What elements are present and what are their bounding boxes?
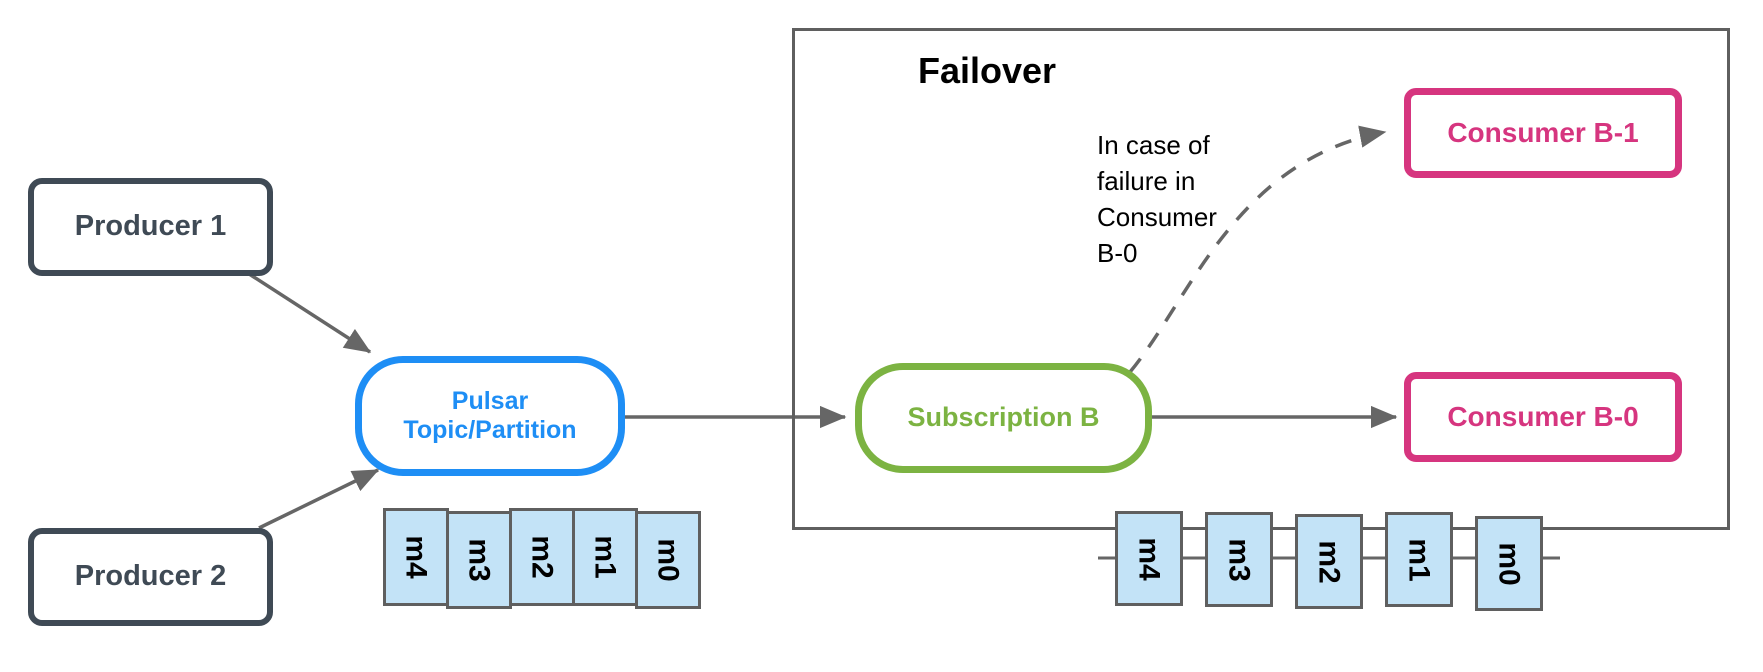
- topic-message-cell: m3: [446, 511, 512, 609]
- consumer-b-1-label: Consumer B-1: [1447, 116, 1639, 148]
- failover-annotation-text: In case of failure in Consumer B-0: [1097, 130, 1217, 268]
- subscription-message-label: m0: [1492, 541, 1526, 586]
- pulsar-topic-label-line1: Pulsar: [451, 387, 529, 416]
- subscription-message-label: m3: [1222, 537, 1256, 582]
- consumer-b-1-node[interactable]: Consumer B-1: [1404, 88, 1682, 178]
- subscription-message-cell: m3: [1205, 512, 1273, 607]
- topic-message-label: m1: [588, 535, 622, 579]
- producer-2-label: Producer 2: [74, 560, 227, 593]
- consumer-b-0-label: Consumer B-0: [1447, 400, 1639, 432]
- producer-2-node[interactable]: Producer 2: [28, 528, 273, 626]
- arrow-producer1-to-topic: [242, 268, 372, 354]
- subscription-message-cell: m4: [1115, 511, 1183, 606]
- arrow-producer2-to-topic: [258, 468, 380, 530]
- subscription-message-cell: m1: [1385, 512, 1453, 607]
- failover-group-title: Failover: [918, 50, 1057, 91]
- subscription-message-label: m1: [1402, 537, 1436, 582]
- consumer-b-0-node[interactable]: Consumer B-0: [1404, 372, 1682, 462]
- topic-message-label: m2: [525, 535, 559, 579]
- pulsar-topic-label-line2: Topic/Partition: [403, 416, 577, 444]
- producer-1-node[interactable]: Producer 1: [28, 178, 273, 276]
- topic-message-queue: m4 m3 m2 m1 m0: [383, 508, 701, 609]
- subscription-message-queue: m4 m3 m2 m1 m0: [1115, 511, 1543, 611]
- subscription-b-label: Subscription B: [907, 402, 1100, 433]
- subscription-message-cell: m2: [1295, 514, 1363, 609]
- subscription-message-label: m2: [1312, 539, 1346, 584]
- topic-message-label: m3: [462, 538, 496, 582]
- topic-message-label: m0: [651, 538, 685, 582]
- topic-message-cell: m2: [509, 508, 575, 606]
- topic-message-label: m4: [399, 535, 433, 579]
- subscription-message-cell: m0: [1475, 516, 1543, 611]
- subscription-message-label: m4: [1132, 536, 1166, 581]
- producer-1-label: Producer 1: [74, 210, 227, 243]
- topic-message-cell: m4: [383, 508, 449, 606]
- topic-message-cell: m0: [635, 511, 701, 609]
- subscription-b-node[interactable]: Subscription B: [855, 363, 1152, 473]
- pulsar-topic-node[interactable]: Pulsar Topic/Partition: [355, 356, 625, 476]
- topic-message-cell: m1: [572, 508, 638, 606]
